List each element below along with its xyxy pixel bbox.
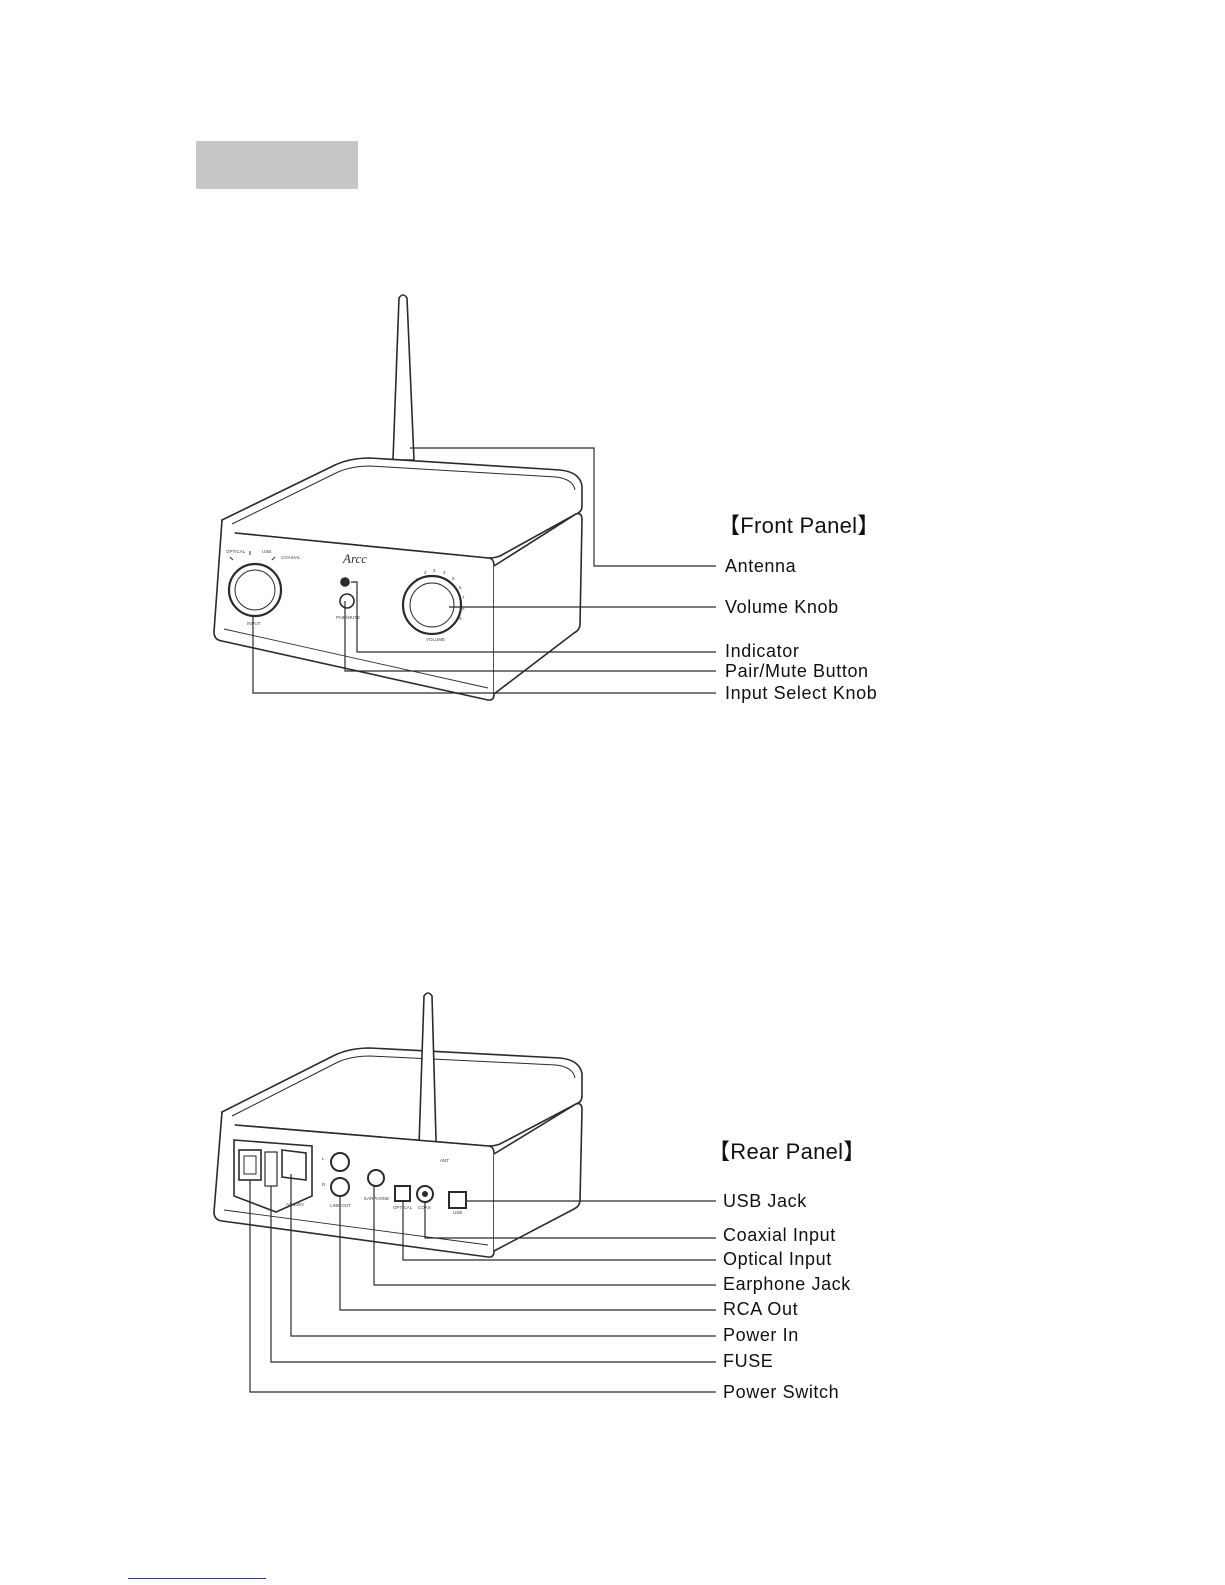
label-indicator: Indicator bbox=[725, 641, 799, 661]
volume-print: VOLUME bbox=[426, 637, 445, 642]
front-panel-title: 【Front Panel】 bbox=[718, 508, 880, 540]
device-brand: Arcc bbox=[342, 551, 367, 566]
ac-voltage-print: AC 230V bbox=[286, 1202, 304, 1207]
label-power-in: Power In bbox=[723, 1325, 799, 1345]
usb-print: USB bbox=[453, 1210, 462, 1215]
label-antenna: Antenna bbox=[725, 556, 796, 576]
label-coaxial-input: Coaxial Input bbox=[723, 1225, 836, 1245]
coax-print: COAX bbox=[418, 1205, 431, 1210]
ant-print: ANT bbox=[440, 1158, 449, 1163]
rear-device-illustration: AC 230V LINE OUT L R EARPHONE OPTICAL CO… bbox=[0, 975, 1225, 1415]
indicator-led bbox=[341, 578, 349, 586]
line-out-print: LINE OUT bbox=[330, 1203, 351, 1208]
input-print: INPUT bbox=[247, 621, 261, 626]
label-fuse: FUSE bbox=[723, 1351, 773, 1371]
section-heading-tab bbox=[196, 141, 358, 189]
optical-print: OPTICAL bbox=[393, 1205, 413, 1210]
input-option-optical: OPTICAL bbox=[226, 549, 246, 554]
label-optical-input: Optical Input bbox=[723, 1249, 832, 1269]
footer-link-rule bbox=[128, 1578, 266, 1579]
label-pair-mute-button: Pair/Mute Button bbox=[725, 661, 869, 681]
input-option-usb: USB bbox=[262, 549, 271, 554]
front-device-illustration: Arcc OPTICAL USB COAXIAL INPUT PAIR/MUTE… bbox=[0, 280, 1225, 730]
label-volume-knob: Volume Knob bbox=[725, 597, 839, 617]
label-earphone-jack: Earphone Jack bbox=[723, 1274, 851, 1294]
label-rca-out: RCA Out bbox=[723, 1299, 798, 1319]
label-usb-jack: USB Jack bbox=[723, 1191, 807, 1211]
label-power-switch: Power Switch bbox=[723, 1382, 839, 1402]
rear-panel-diagram: AC 230V LINE OUT L R EARPHONE OPTICAL CO… bbox=[0, 975, 1225, 1415]
front-panel-diagram: Arcc OPTICAL USB COAXIAL INPUT PAIR/MUTE… bbox=[0, 280, 1225, 730]
earphone-print: EARPHONE bbox=[364, 1196, 389, 1201]
input-option-coaxial: COAXIAL bbox=[281, 555, 301, 560]
rear-panel-title: 【Rear Panel】 bbox=[708, 1134, 866, 1166]
label-input-select-knob: Input Select Knob bbox=[725, 683, 877, 703]
antenna-drawing bbox=[393, 295, 414, 460]
pair-mute-print: PAIR/MUTE bbox=[336, 615, 360, 620]
